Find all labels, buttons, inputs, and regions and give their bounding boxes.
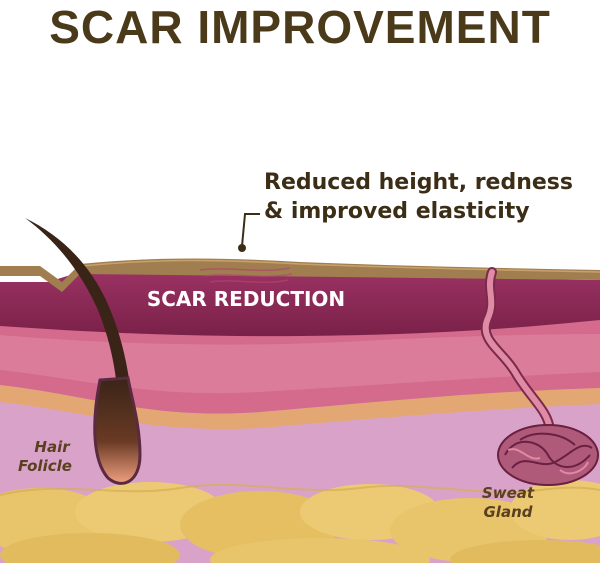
hair-bulb	[93, 376, 142, 485]
upper-dermis-layer	[0, 272, 600, 337]
hair-follicle-label-line-2: Folicle	[18, 457, 72, 475]
scar-reduction-label: SCAR REDUCTION	[147, 287, 345, 311]
epidermis-highlight	[81, 259, 600, 273]
page-title: SCAR IMPROVEMENT	[49, 1, 551, 53]
callout-line-2: & improved elasticity	[264, 199, 530, 224]
callout-line-1: Reduced height, redness	[264, 170, 573, 195]
hair-follicle-label-line-1: Hair	[34, 438, 71, 456]
mid-dermis-highlight	[0, 334, 600, 394]
sweat-gland-label-line-2: Gland	[484, 503, 533, 521]
callout-pointer	[238, 213, 260, 252]
hair-follicle	[25, 218, 142, 485]
fat-layer	[0, 480, 600, 563]
scar-texture	[199, 267, 293, 284]
sweat-gland-label-line-1: Sweat	[482, 484, 535, 502]
orange-band-layer	[0, 385, 600, 430]
epidermis-layer	[0, 258, 600, 292]
sweat-gland	[480, 267, 599, 486]
improvement-callout: Reduced height, redness & improved elast…	[264, 168, 573, 226]
